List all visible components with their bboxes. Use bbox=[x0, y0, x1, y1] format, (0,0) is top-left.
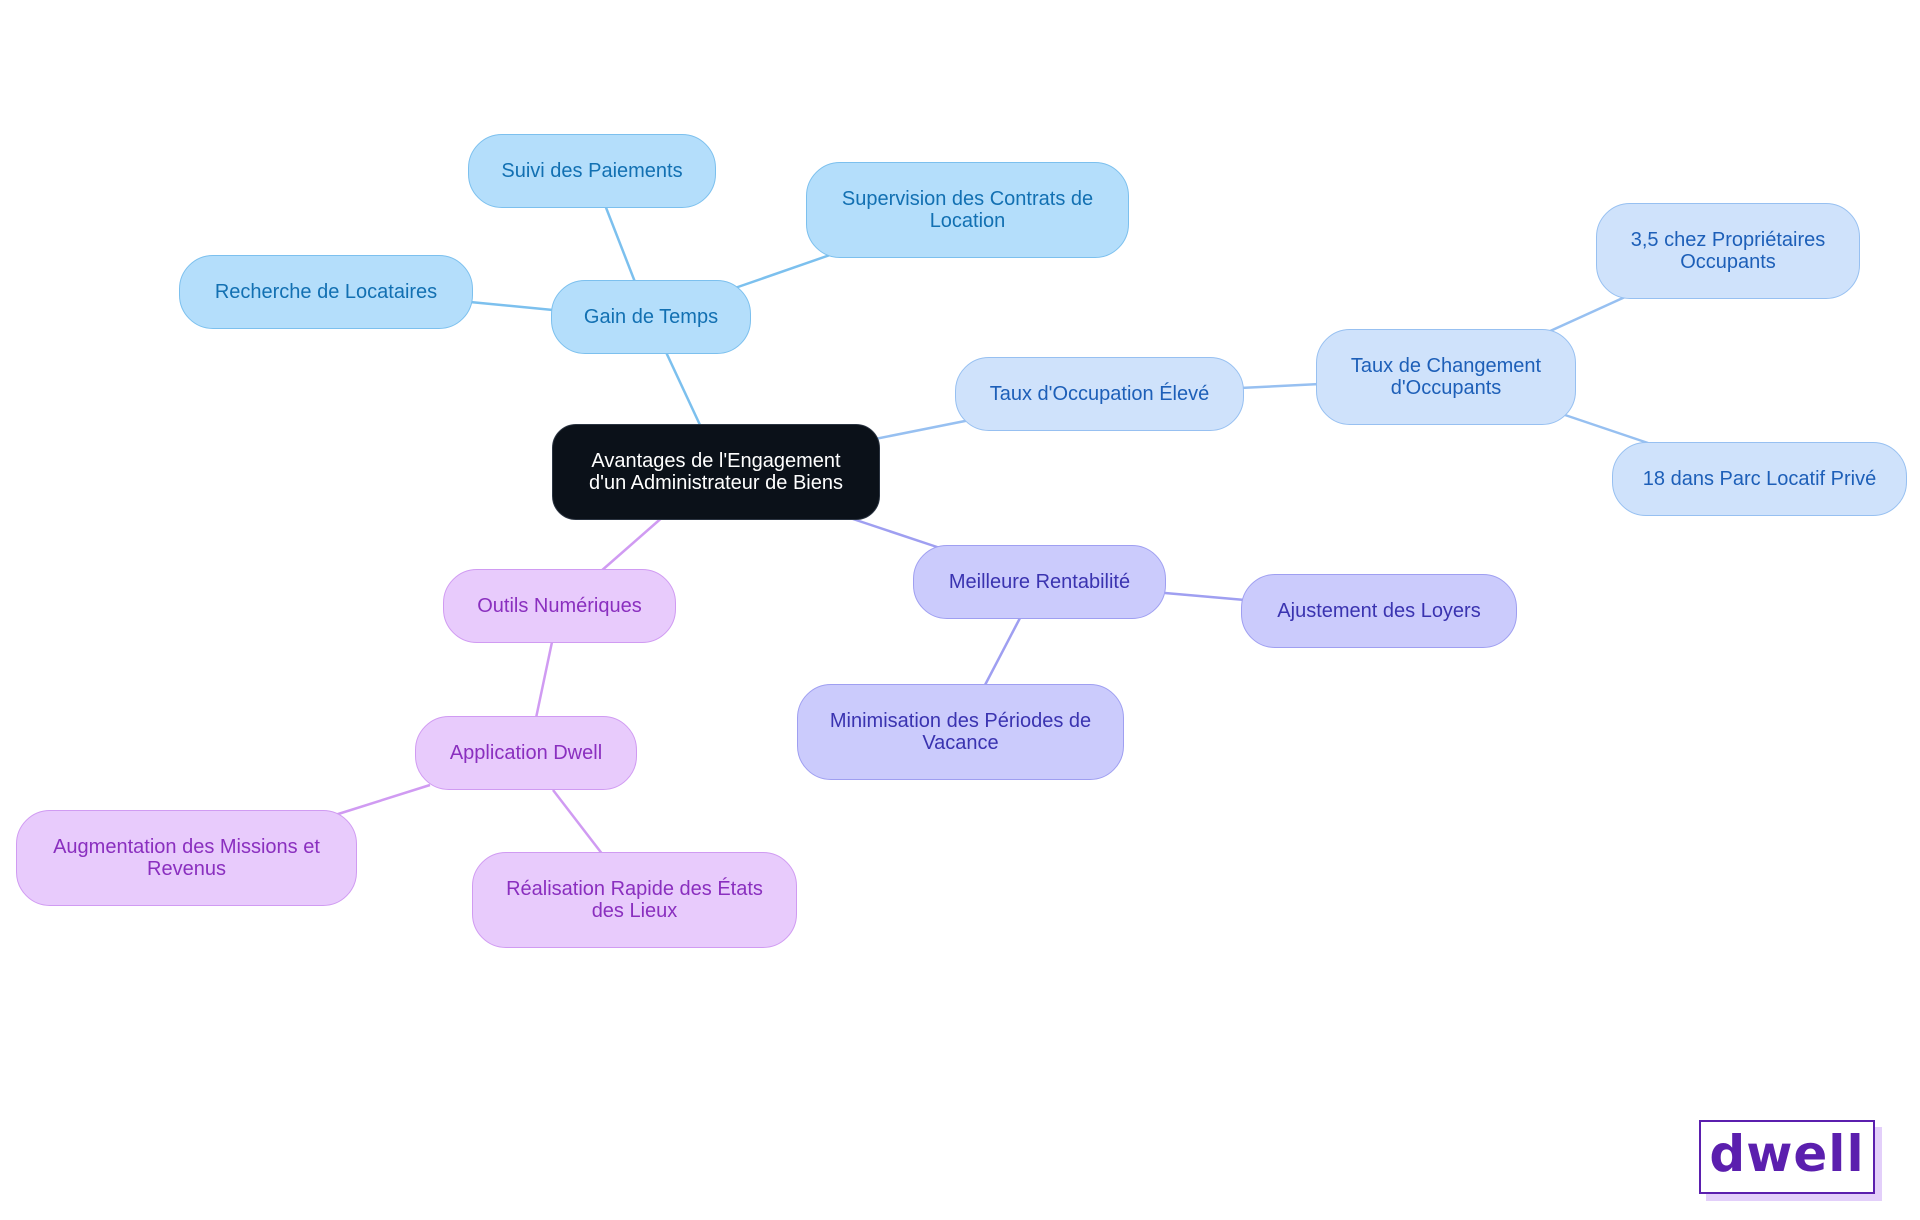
node-ajustement-loyers[interactable]: Ajustement des Loyers bbox=[1241, 574, 1517, 648]
node-gain-de-temps[interactable]: Gain de Temps bbox=[551, 280, 751, 354]
root-node[interactable]: Avantages de l'Engagement d'un Administr… bbox=[552, 424, 880, 520]
node-proprietaires-occupants[interactable]: 3,5 chez Propriétaires Occupants bbox=[1596, 203, 1860, 299]
node-ajustement-loyers-label: Ajustement des Loyers bbox=[1277, 600, 1481, 622]
edge-dwell-missions bbox=[334, 783, 431, 817]
edge-outils-dwell bbox=[534, 641, 554, 719]
dwell-logo-text: dwell bbox=[1709, 1125, 1865, 1183]
node-taux-occupation[interactable]: Taux d'Occupation Élevé bbox=[955, 357, 1244, 431]
node-suivi-des-paiements-label: Suivi des Paiements bbox=[501, 160, 683, 182]
node-recherche-locataires-label: Recherche de Locataires bbox=[214, 281, 438, 303]
edge-occupation-changement bbox=[1239, 382, 1321, 390]
edge-dwell-etats bbox=[552, 789, 604, 856]
dwell-logo: dwell bbox=[1699, 1120, 1875, 1194]
edge-gain-supervision bbox=[734, 253, 831, 290]
node-augmentation-missions[interactable]: Augmentation des Missions et Revenus bbox=[16, 810, 357, 906]
node-parc-locatif-label: 18 dans Parc Locatif Privé bbox=[1642, 468, 1877, 490]
edge-root-outils bbox=[599, 514, 666, 573]
edge-root-gain-temps bbox=[663, 349, 702, 426]
node-minimisation-vacance-label: Minimisation des Périodes de Vacance bbox=[829, 710, 1092, 754]
edge-gain-suivi bbox=[603, 204, 637, 283]
edge-root-taux-occupation bbox=[869, 418, 971, 442]
node-suivi-des-paiements[interactable]: Suivi des Paiements bbox=[468, 134, 716, 208]
node-augmentation-missions-label: Augmentation des Missions et Revenus bbox=[53, 836, 320, 880]
node-proprietaires-occupants-label: 3,5 chez Propriétaires Occupants bbox=[1630, 229, 1826, 273]
node-recherche-locataires[interactable]: Recherche de Locataires bbox=[179, 255, 473, 329]
node-application-dwell-label: Application Dwell bbox=[449, 742, 603, 764]
node-etats-des-lieux[interactable]: Réalisation Rapide des États des Lieux bbox=[472, 852, 797, 948]
node-taux-changement[interactable]: Taux de Changement d'Occupants bbox=[1316, 329, 1576, 425]
edge-changement-proprietaires bbox=[1547, 295, 1626, 334]
root-node-label: Avantages de l'Engagement d'un Administr… bbox=[589, 450, 843, 494]
edge-changement-parc bbox=[1564, 413, 1649, 445]
edge-rentabilite-loyers bbox=[1164, 591, 1246, 602]
node-outils-numeriques-label: Outils Numériques bbox=[477, 595, 642, 617]
edge-rentabilite-vacance bbox=[983, 617, 1022, 686]
node-minimisation-vacance[interactable]: Minimisation des Périodes de Vacance bbox=[797, 684, 1124, 780]
node-application-dwell[interactable]: Application Dwell bbox=[415, 716, 637, 790]
node-gain-de-temps-label: Gain de Temps bbox=[583, 306, 719, 328]
node-meilleure-rentabilite-label: Meilleure Rentabilité bbox=[948, 571, 1131, 593]
edge-gain-recherche bbox=[469, 300, 554, 312]
node-etats-des-lieux-label: Réalisation Rapide des États des Lieux bbox=[506, 878, 763, 922]
node-parc-locatif[interactable]: 18 dans Parc Locatif Privé bbox=[1612, 442, 1907, 516]
node-supervision-contrats-label: Supervision des Contrats de Location bbox=[841, 188, 1094, 232]
node-supervision-contrats[interactable]: Supervision des Contrats de Location bbox=[806, 162, 1129, 258]
node-outils-numeriques[interactable]: Outils Numériques bbox=[443, 569, 676, 643]
node-taux-changement-label: Taux de Changement d'Occupants bbox=[1350, 355, 1542, 399]
edge-root-rentabilite bbox=[849, 516, 941, 550]
node-taux-occupation-label: Taux d'Occupation Élevé bbox=[989, 383, 1210, 405]
node-meilleure-rentabilite[interactable]: Meilleure Rentabilité bbox=[913, 545, 1166, 619]
